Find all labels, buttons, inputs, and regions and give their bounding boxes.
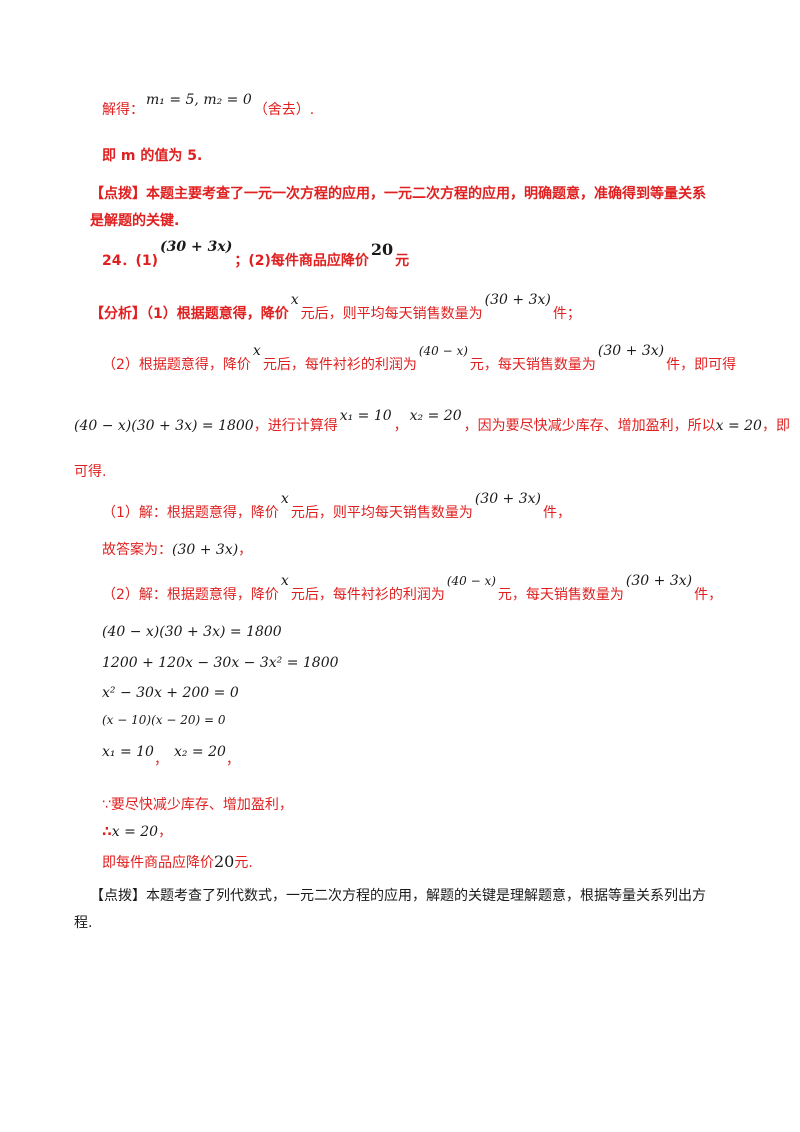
question-number: 24．(1) xyxy=(102,253,159,269)
solution-part1-line: （1）解：根据题意得，降价x元后，则平均每天销售数量为(30 + 3x)件， xyxy=(102,491,571,523)
hint-paragraph-line2: 是解题的关键. xyxy=(90,213,180,229)
chosen-root: x = 20 xyxy=(111,824,159,840)
final-answer-line: 即每件商品应降价20元. xyxy=(102,852,253,873)
analysis-text: ，进行计算得 xyxy=(253,418,338,434)
unit-yuan: 元 xyxy=(395,253,410,269)
analysis-text: （2）根据题意得，降价 xyxy=(102,357,251,373)
var-x: x xyxy=(280,573,289,589)
expr-30-plus-3x: (30 + 3x) xyxy=(597,343,665,359)
chosen-root: x = 20 xyxy=(715,418,762,434)
answer-label: 故答案为： xyxy=(102,542,172,558)
summary-line1: 【点拨】本题考查了列代数式，一元二次方程的应用，解题的关键是理解题意，根据等量关… xyxy=(90,888,706,904)
answer-part2: ；(2)每件商品应降价 xyxy=(234,253,369,269)
expr-40-minus-x: (40 − x) xyxy=(446,574,496,588)
analysis-text-3: ，即 xyxy=(761,418,790,434)
var-x: x xyxy=(280,491,289,507)
equation-step-1: (40 − x)(30 + 3x) = 1800 xyxy=(102,624,282,640)
equation-step-2: 1200 + 120x − 30x − 3x² = 1800 xyxy=(102,655,339,671)
var-x: x xyxy=(252,343,261,359)
equation-step-4: (x − 10)(x − 20) = 0 xyxy=(102,713,226,727)
root-x2: x₂ = 20 xyxy=(173,744,226,760)
solution-part2-line: （2）解：根据题意得，降价x元后，每件衬衫的利润为(40 − x)元，每天销售数… xyxy=(102,573,723,605)
analysis-text-2: 元后，每件衬衫的利润为 xyxy=(262,357,417,373)
comma: ， xyxy=(393,418,408,434)
because-line: ∵要尽快减少库存、增加盈利， xyxy=(102,797,293,813)
comma: ， xyxy=(238,542,253,558)
summary-line2: 程. xyxy=(74,915,93,931)
analysis-text-2: ，因为要尽快减少库存、增加盈利，所以 xyxy=(463,418,716,434)
analysis-text: 【分析】（1）根据题意得，降价 xyxy=(90,306,289,322)
expr-30-plus-3x: (30 + 3x) xyxy=(172,542,239,558)
var-x: x xyxy=(290,292,299,308)
m-roots-equation: m₁ = 5, m₂ = 0 xyxy=(146,92,252,108)
therefore-symbol: ∴ xyxy=(102,824,112,840)
solution-text-3: 元，每天销售数量为 xyxy=(497,587,624,603)
m-value-conclusion: 即 m 的值为 5. xyxy=(102,148,203,164)
solution-line-m-values: 解得：m₁ = 5, m₂ = 0（舍去）. xyxy=(102,92,315,120)
comma: ， xyxy=(158,824,173,840)
root-x1: x₁ = 10 xyxy=(339,408,392,424)
solution-text-4: 件， xyxy=(694,587,723,603)
roots-line: x₁ = 10，x₂ = 20， xyxy=(102,742,240,768)
answer-part1-line: 故答案为：(30 + 3x)， xyxy=(102,540,252,560)
solution-text: （1）解：根据题意得，降价 xyxy=(102,505,279,521)
solution-text: （2）解：根据题意得，降价 xyxy=(102,587,279,603)
final-text: 即每件商品应降价 xyxy=(102,855,214,871)
comma: ， xyxy=(225,752,240,768)
analysis-line3: (40 − x)(30 + 3x) = 1800，进行计算得x₁ = 10，x₂… xyxy=(74,408,790,436)
solution-text-3: 件， xyxy=(543,505,571,521)
discard-note: （舍去）. xyxy=(253,102,315,118)
analysis-text-2: 元后，则平均每天销售数量为 xyxy=(300,306,483,322)
analysis-text-3: 元，每天销售数量为 xyxy=(469,357,596,373)
analysis-text-3: 件； xyxy=(552,306,581,322)
equation-step-3: x² − 30x + 200 = 0 xyxy=(102,685,239,701)
expr-40-minus-x: (40 − x) xyxy=(418,344,468,358)
root-x1: x₁ = 10 xyxy=(102,744,154,760)
solution-text-2: 元后，则平均每天销售数量为 xyxy=(290,505,473,521)
analysis-text-4: 件，即可得 xyxy=(666,357,737,373)
analysis-line2: （2）根据题意得，降价x元后，每件衬衫的利润为(40 − x)元，每天销售数量为… xyxy=(102,343,737,375)
solve-label: 解得： xyxy=(102,102,144,118)
expr-30-plus-3x: (30 + 3x) xyxy=(625,573,693,589)
answer-24-line: 24．(1)(30 + 3x)；(2)每件商品应降价20元 xyxy=(102,239,410,271)
solution-text-2: 元后，每件衬衫的利润为 xyxy=(290,587,445,603)
expr-30-plus-3x: (30 + 3x) xyxy=(474,491,541,507)
price-drop-value: 20 xyxy=(214,852,235,871)
root-x2: x₂ = 20 xyxy=(409,408,462,424)
analysis-line4: 可得. xyxy=(74,464,107,480)
expr-30-plus-3x: (30 + 3x) xyxy=(484,292,551,308)
comma: ， xyxy=(153,752,168,768)
therefore-line: ∴x = 20， xyxy=(102,822,172,842)
hint-paragraph-line1: 【点拨】本题主要考查了一元一次方程的应用，一元二次方程的应用，明确题意，准确得到… xyxy=(90,186,706,202)
analysis-line1: 【分析】（1）根据题意得，降价x元后，则平均每天销售数量为(30 + 3x)件； xyxy=(90,292,581,324)
final-unit: 元. xyxy=(234,855,253,871)
price-drop-value: 20 xyxy=(370,240,394,259)
main-equation: (40 − x)(30 + 3x) = 1800 xyxy=(74,418,254,434)
expr-30-plus-3x: (30 + 3x) xyxy=(160,239,233,255)
